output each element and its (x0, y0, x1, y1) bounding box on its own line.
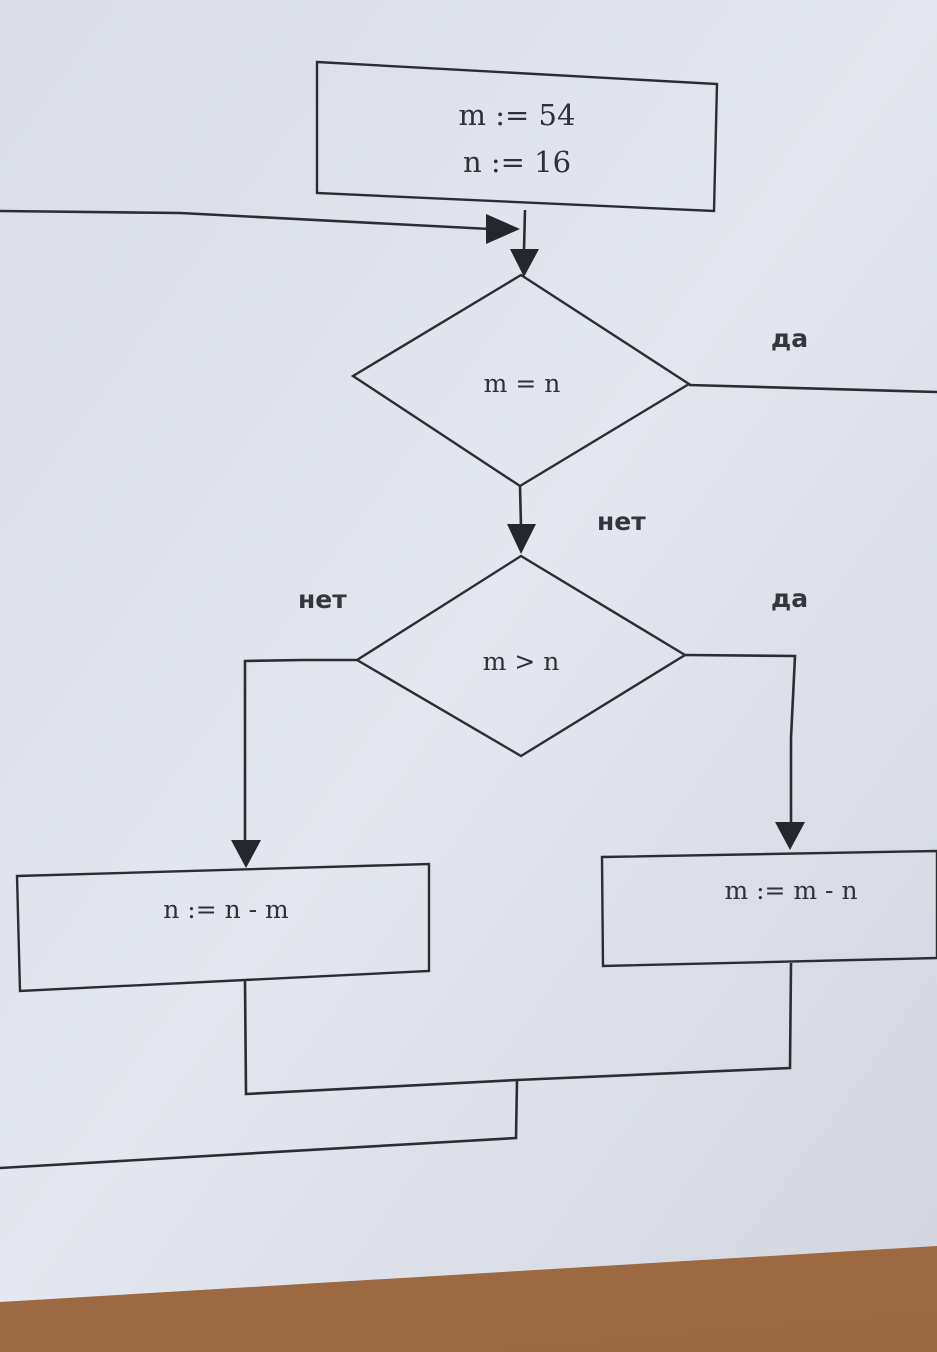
arrowhead-process-left (231, 840, 261, 868)
loop-arrowhead (486, 214, 520, 244)
connector-init-to-decision1 (522, 209, 527, 251)
init-line-1: m := 54 (459, 98, 576, 132)
decision2-yes-line (684, 653, 797, 822)
decision1-yes-line (688, 383, 937, 394)
decision2-yes-label: да (771, 584, 808, 613)
process-left-text: n := n - m (163, 895, 289, 924)
init-line-2: n := 16 (463, 145, 571, 179)
decision1-condition: m = n (484, 369, 561, 398)
decision2-no-label: нет (298, 585, 347, 614)
decision1-yes-label: да (771, 324, 808, 353)
process-left-box (15, 862, 431, 993)
arrowhead-decision2 (507, 524, 536, 554)
decision2-diamond (354, 554, 688, 758)
arrowhead-process-right (775, 822, 805, 850)
init-box (315, 60, 719, 213)
decision2-no-line (243, 658, 357, 840)
loop-return-line (0, 209, 491, 231)
process-right-text: m := m - n (724, 876, 857, 905)
loop-back-line (0, 1079, 519, 1170)
process-right-box (600, 849, 937, 968)
arrowhead-decision1 (510, 249, 539, 277)
decision1-no-label: нет (597, 507, 646, 536)
decision2-condition: m > n (483, 647, 560, 676)
decision1-no-line (518, 485, 523, 528)
paper-surface (0, 0, 937, 1302)
